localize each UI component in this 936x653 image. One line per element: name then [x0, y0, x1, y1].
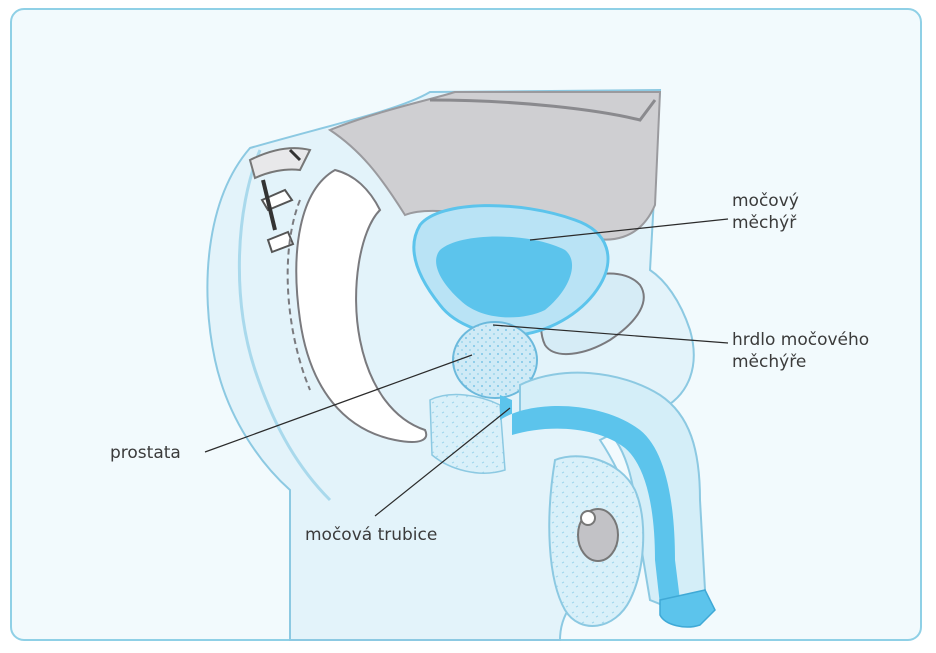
label-bladder-neck-line1: hrdlo močového — [732, 330, 869, 350]
label-bladder-line1: močový — [732, 191, 799, 211]
label-prostate: prostata — [110, 443, 181, 463]
label-bladder-line2: měchýř — [732, 213, 797, 233]
label-urethra: močová trubice — [305, 525, 437, 545]
epididymis — [581, 511, 595, 525]
label-bladder-neck-line2: měchýře — [732, 352, 806, 372]
perineum — [430, 395, 505, 474]
